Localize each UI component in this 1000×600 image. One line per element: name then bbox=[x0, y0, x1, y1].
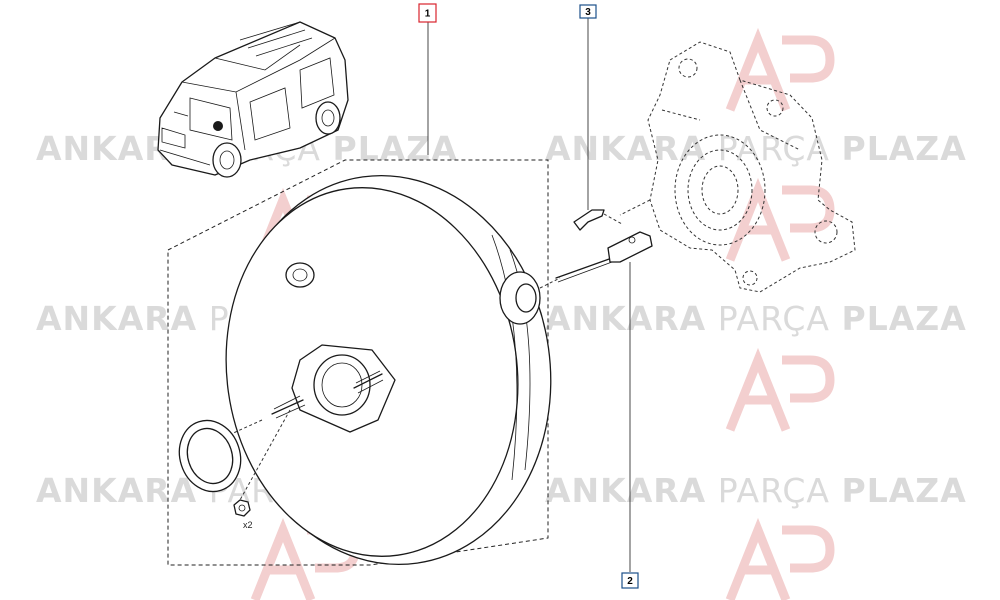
callout-label: 3 bbox=[585, 7, 591, 18]
leader-lines bbox=[427, 17, 631, 572]
watermark-word: PLAZA bbox=[842, 299, 967, 338]
svg-text:ANKARA PARÇA PLAZA: ANKARA PARÇA PLAZA bbox=[545, 299, 967, 338]
watermark-logos bbox=[250, 27, 835, 600]
watermark-word: ANKARA bbox=[545, 471, 706, 510]
watermark-logo bbox=[725, 27, 835, 112]
svg-text:ANKARA PARÇA PLAZA: ANKARA PARÇA PLAZA bbox=[545, 129, 967, 168]
svg-text:ANKARA PARÇA PLAZA: ANKARA PARÇA PLAZA bbox=[545, 471, 967, 510]
callout-box bbox=[418, 3, 437, 23]
watermark-word: PLAZA bbox=[842, 129, 967, 168]
watermark-word: ANKARA bbox=[545, 129, 706, 168]
nut[interactable] bbox=[233, 499, 251, 517]
watermark-word: ANKARA bbox=[36, 471, 197, 510]
watermark-word: PARÇA bbox=[718, 299, 830, 338]
callout-box bbox=[579, 4, 597, 19]
watermark-logo bbox=[725, 517, 835, 600]
watermark-word: PLAZA bbox=[333, 129, 458, 168]
watermark-word: ANKARA bbox=[36, 299, 197, 338]
callout-part-3[interactable]: 3 bbox=[579, 4, 597, 19]
gasket-ring[interactable] bbox=[170, 412, 249, 499]
pedal-bracket bbox=[619, 41, 856, 293]
watermark-word: ANKARA bbox=[545, 299, 706, 338]
callout-label: 2 bbox=[627, 576, 633, 587]
push-rod[interactable] bbox=[555, 231, 653, 283]
quantity-label: x2 bbox=[243, 520, 253, 530]
callout-label: 1 bbox=[425, 9, 431, 20]
callout-part-2[interactable]: 2 bbox=[621, 572, 639, 589]
watermark-word: PARÇA bbox=[718, 129, 830, 168]
watermark-word: PLAZA bbox=[842, 471, 967, 510]
vehicle-illustration bbox=[157, 21, 349, 178]
callout-part-1[interactable]: 1 bbox=[418, 3, 437, 23]
retaining-clip[interactable] bbox=[573, 209, 623, 231]
brake-booster[interactable] bbox=[203, 155, 576, 586]
watermark-word: PARÇA bbox=[718, 471, 830, 510]
watermark-logo bbox=[725, 177, 835, 262]
assembly-outline bbox=[167, 159, 549, 566]
callouts: 1 3 2 bbox=[418, 3, 639, 589]
callout-box bbox=[621, 572, 639, 589]
watermark-logo bbox=[725, 347, 835, 432]
